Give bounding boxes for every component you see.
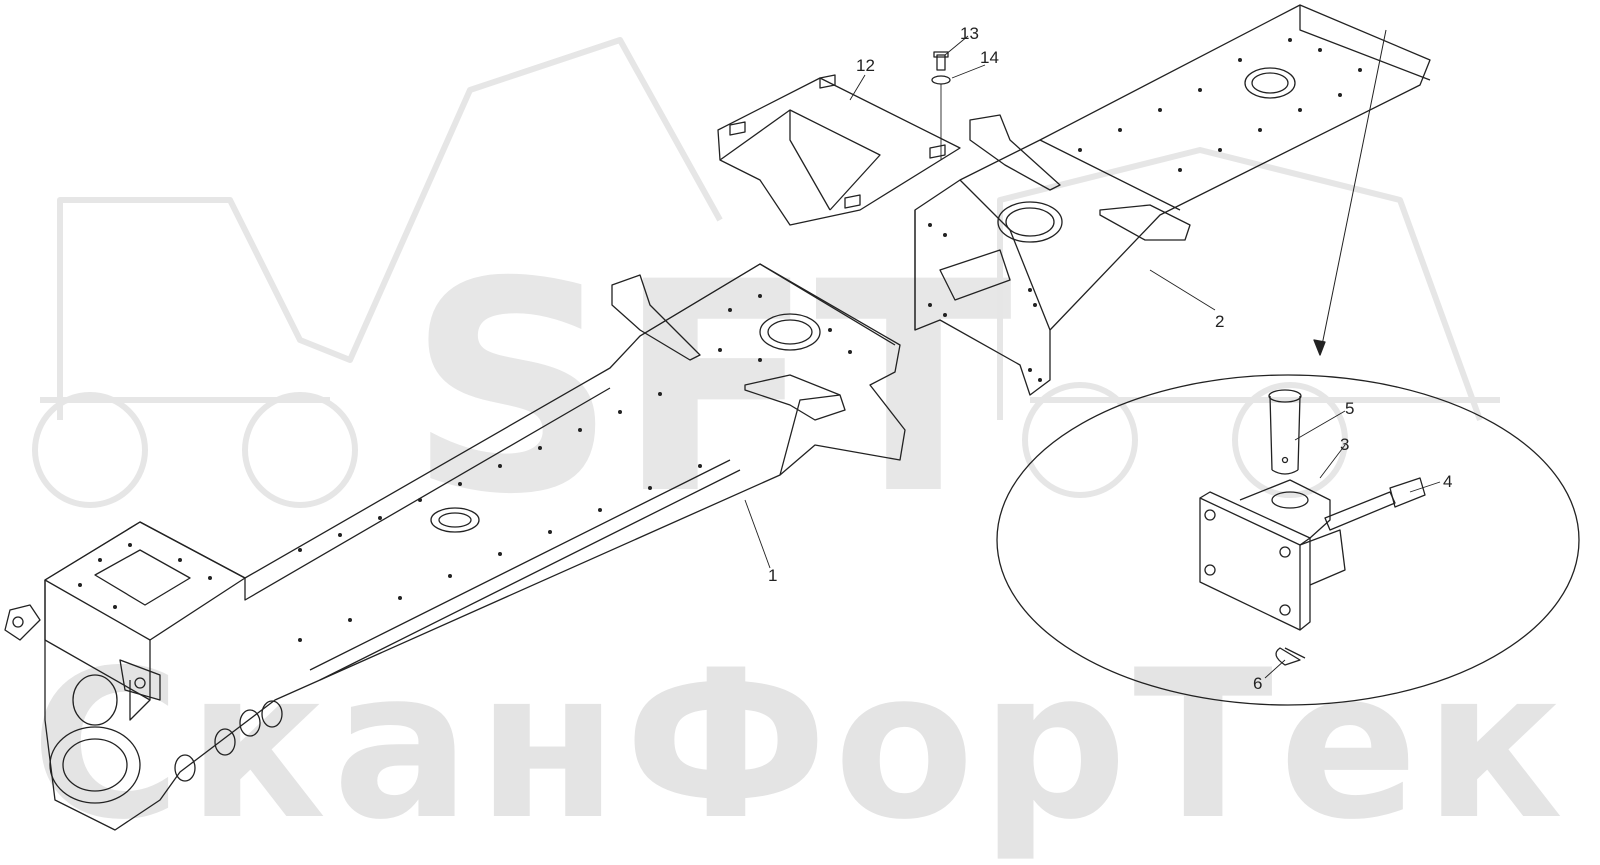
- watermark-machine-outline: [32, 37, 1500, 508]
- callout-label-3: 3: [1340, 435, 1349, 454]
- rear-frame-part-2: [914, 4, 1431, 396]
- bolt-part-4: [1324, 477, 1426, 531]
- detail-view-ellipse: [996, 29, 1580, 706]
- watermark-company-name: СканФорТек: [30, 627, 1570, 865]
- callout-label-1: 1: [768, 566, 777, 585]
- callout-label-12: 12: [856, 56, 875, 75]
- plate-part-12: [717, 74, 961, 226]
- callout-label-4: 4: [1443, 472, 1452, 491]
- callout-label-14: 14: [980, 48, 999, 67]
- main-frame-part-1: [4, 263, 906, 831]
- pin-part-5: [1268, 389, 1302, 475]
- washer-part-14: [931, 75, 951, 85]
- bolt-part-13: [933, 51, 949, 71]
- callout-label-5: 5: [1345, 399, 1354, 418]
- bracket-part-3: [1199, 479, 1346, 631]
- watermark-logo: SFT: [407, 221, 1013, 558]
- leader-lines: [744, 35, 1441, 679]
- callout-label-6: 6: [1253, 674, 1262, 693]
- callout-label-13: 13: [960, 24, 979, 43]
- cotter-pin-part-6: [1275, 647, 1306, 666]
- callout-label-2: 2: [1215, 312, 1224, 331]
